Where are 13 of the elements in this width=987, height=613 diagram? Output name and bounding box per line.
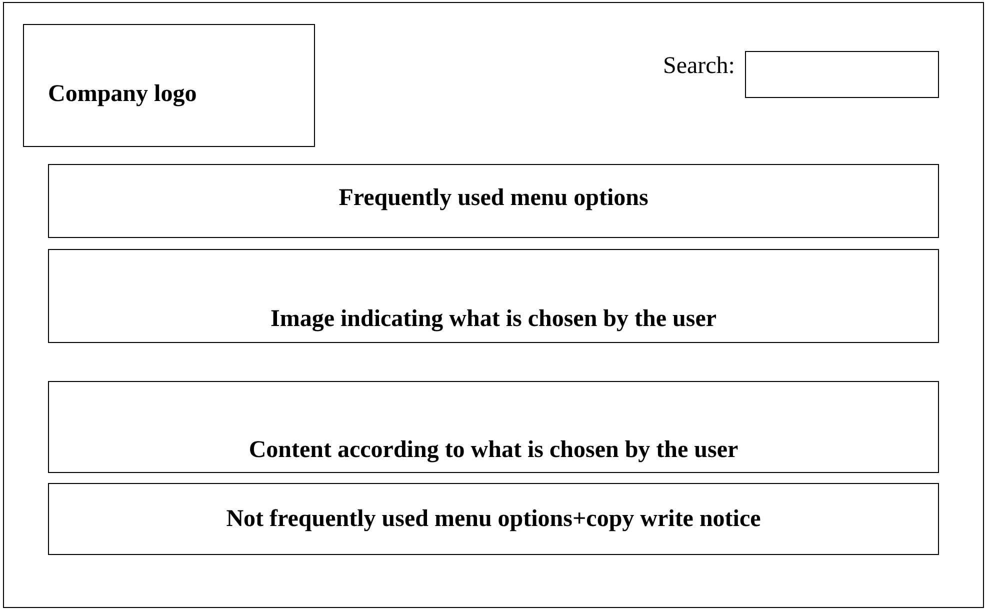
section-label: Image indicating what is chosen by the user — [270, 306, 717, 332]
layout-section — [23, 24, 315, 147]
section-label: Company logo — [48, 81, 197, 108]
section-label: Content according to what is chosen by the user — [248, 436, 738, 464]
layout-section — [48, 483, 939, 555]
page-frame — [3, 2, 984, 608]
layout-section — [48, 381, 939, 473]
section-label: Not frequently used menu options+copy write notice — [226, 506, 761, 532]
section-label: Frequently used menu options — [338, 185, 648, 212]
field-label: Search: — [663, 53, 735, 80]
layout-section — [48, 164, 939, 238]
search-field — [745, 51, 939, 98]
layout-section — [48, 249, 939, 343]
